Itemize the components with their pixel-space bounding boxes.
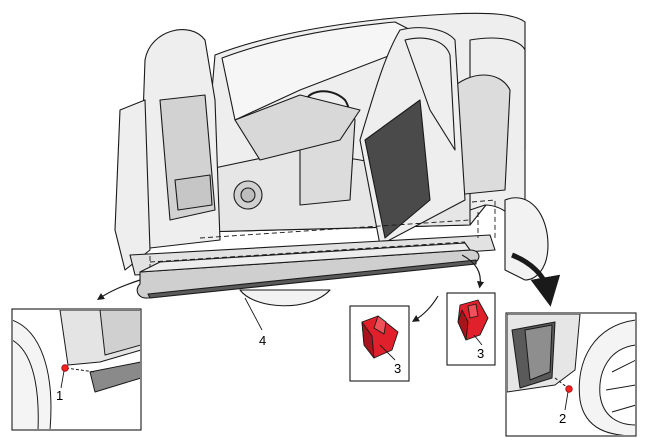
detail2-rocker-face: [524, 324, 553, 381]
rear-seat: [449, 74, 511, 196]
detail2-clip-line: [554, 377, 569, 389]
detail-box-3a: 3: [349, 305, 410, 382]
arrow-to-detail-1: [97, 279, 141, 300]
leader-line-4: [244, 297, 263, 331]
rear-door-inner-trim: [364, 99, 431, 239]
leader-line-2: [564, 391, 569, 411]
detail2-rim-spokes: [605, 359, 635, 413]
rocker-panel-top: [139, 242, 471, 273]
front-door-pocket: [174, 174, 213, 211]
callout-3a: 3: [394, 361, 401, 376]
detail2-fastener: [565, 385, 573, 393]
detail1-fender-panel: [99, 310, 140, 356]
clip-part-3b: [457, 299, 489, 341]
clip-part-3a: [361, 315, 399, 359]
detail-arrows: [97, 254, 485, 322]
callout-4: 4: [259, 333, 266, 348]
callout-2: 2: [559, 411, 566, 426]
dashboard: [234, 94, 361, 161]
speaker-inner: [240, 187, 256, 203]
rear-door-frame: [404, 37, 456, 151]
arrow-to-detail-2: [511, 252, 561, 307]
arrow-to-detail-3b: [461, 254, 485, 289]
leader-line-3a: [379, 344, 396, 361]
rocker-panel-shadow: [147, 259, 477, 299]
leader-line-1: [60, 370, 65, 389]
detail-box-1: 1: [11, 308, 142, 431]
detail1-tire: [13, 319, 52, 429]
detail1-tire-rim: [13, 340, 39, 429]
detail-box-2: 2: [505, 312, 637, 437]
front-fender: [114, 99, 151, 271]
rear-wheel: [504, 197, 549, 281]
leader-line-3b: [473, 334, 483, 346]
front-wheel: [239, 289, 331, 307]
detail1-rocker-end: [89, 361, 140, 393]
detail1-fastener: [61, 364, 69, 372]
callout-1: 1: [56, 388, 63, 403]
detail-box-3b: 3: [446, 292, 496, 366]
arrow-to-detail-3a: [411, 295, 439, 322]
rocker-panel-part: [136, 242, 480, 299]
callout-3b: 3: [477, 346, 484, 361]
